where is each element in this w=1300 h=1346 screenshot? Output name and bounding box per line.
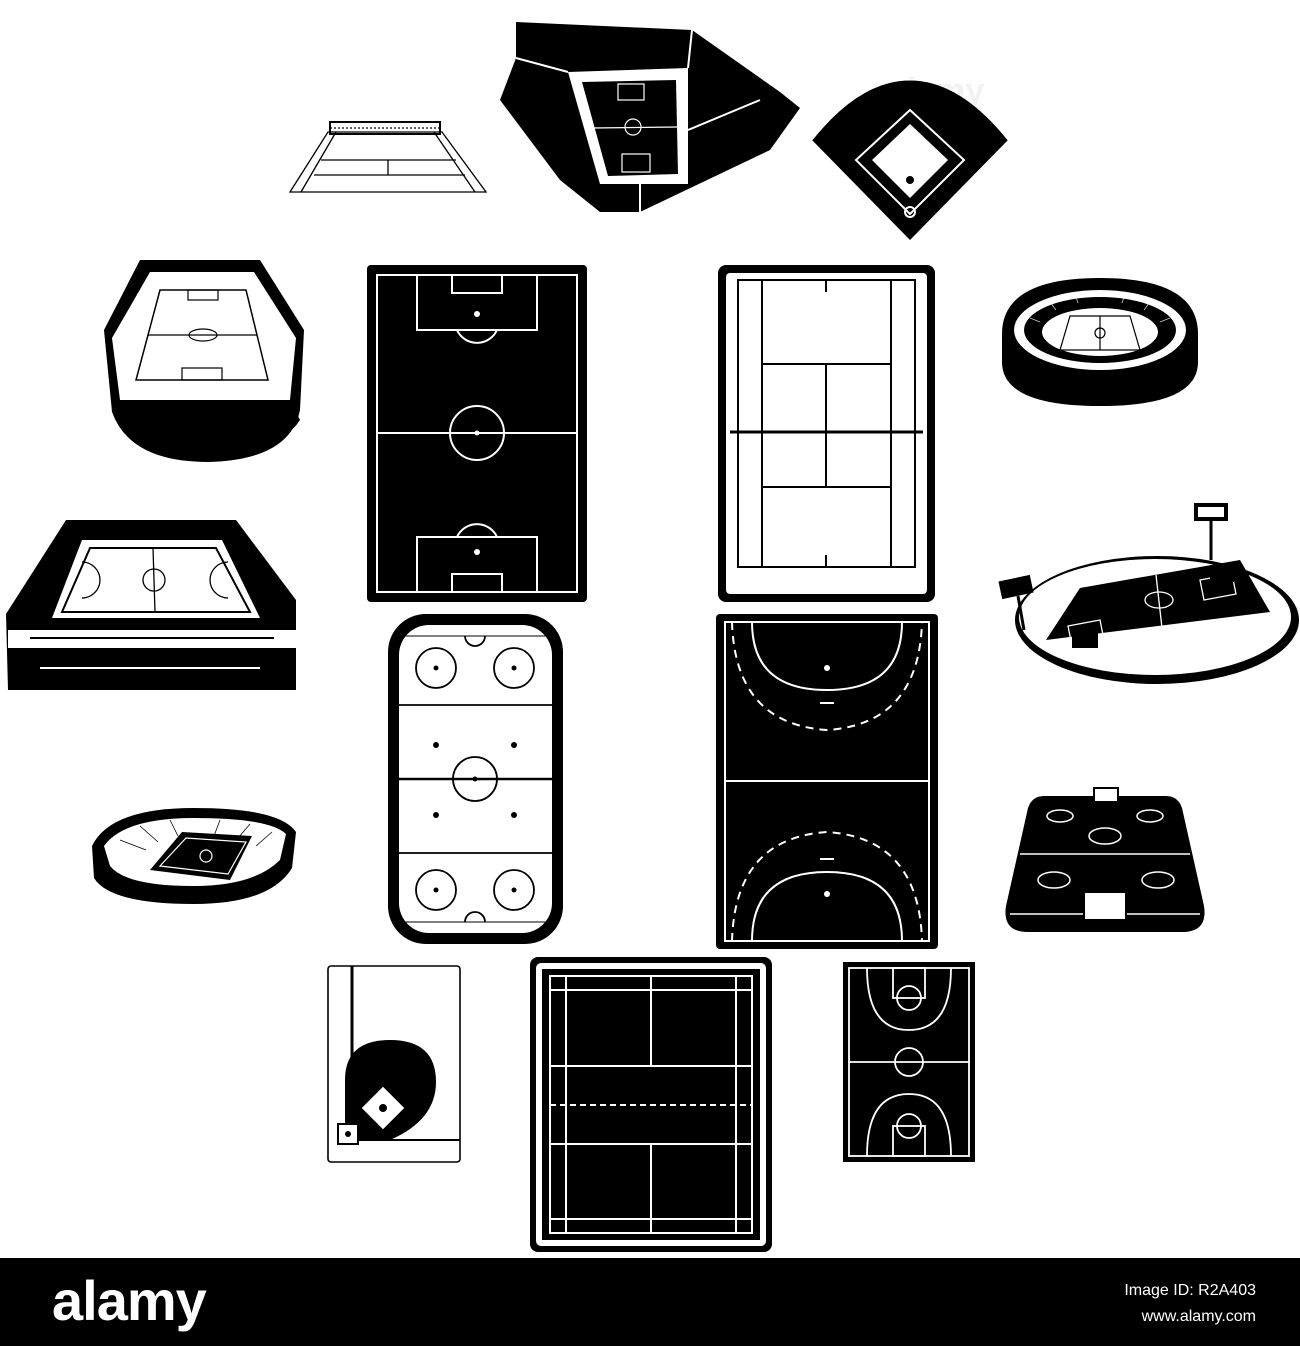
baseball-diamond-icon [811, 79, 1009, 240]
footer-bar: alamy Image ID: R2A403 www.alamy.com [0, 1258, 1300, 1346]
floodlight-icon [998, 503, 1228, 631]
round-stadium-icon [1002, 278, 1198, 406]
baseball-corner-icon [327, 965, 461, 1163]
bowl-stadium-icon [92, 808, 296, 904]
basketball-court-icon [843, 962, 975, 1162]
footer-url: www.alamy.com [1141, 1308, 1256, 1325]
footer-logo: alamy [52, 1269, 207, 1332]
tennis-court-perspective-icon [288, 121, 488, 193]
stadium-stands-box-icon [500, 22, 800, 212]
handball-court-topdown-icon [716, 614, 938, 949]
image-id-line: Image ID: R2A403 [1124, 1282, 1256, 1300]
image-id-label: Image ID: [1124, 1282, 1194, 1299]
football-stadium-oval-icon [104, 260, 304, 462]
soccer-field-topdown-icon [367, 265, 587, 602]
hockey-rink-perspective-icon [1005, 787, 1205, 932]
hockey-rink-topdown-icon [388, 614, 563, 944]
image-id-value: R2A403 [1198, 1282, 1256, 1299]
indoor-arena-icon [6, 520, 296, 690]
tennis-court-topdown-icon [718, 265, 935, 602]
badminton-court-icon [530, 957, 772, 1252]
outdoor-stadium-floodlights-icon [998, 503, 1299, 684]
